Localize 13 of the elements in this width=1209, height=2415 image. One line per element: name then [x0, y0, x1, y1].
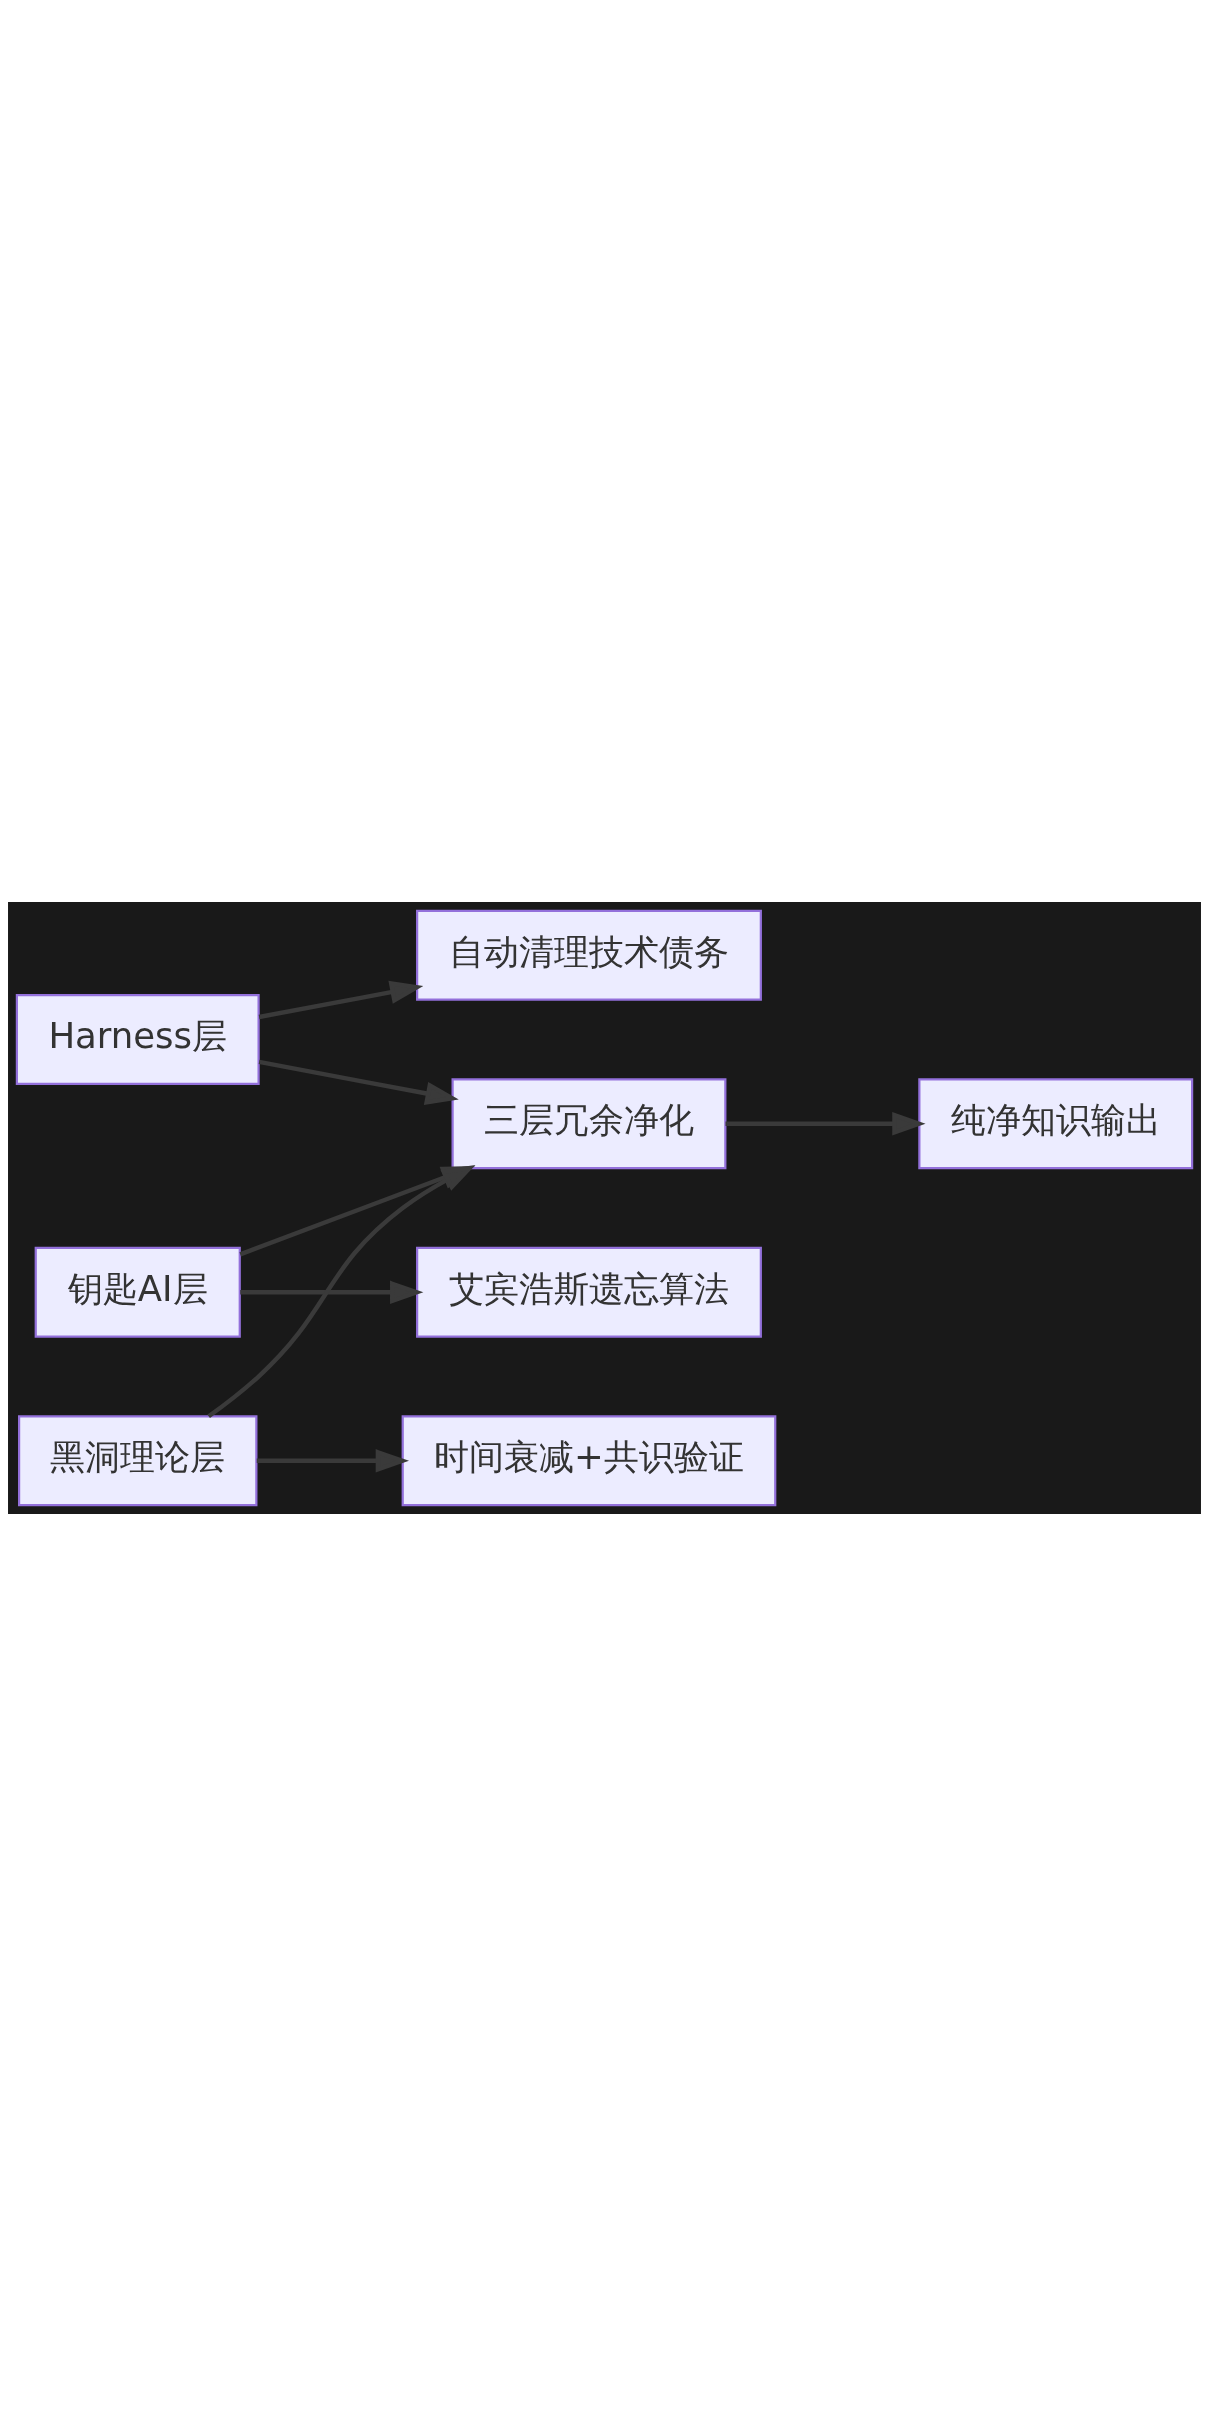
node-box: 三层冗余净化 — [451, 1077, 727, 1169]
node-box: 钥匙AI层 — [34, 1246, 241, 1338]
node-box: 艾宾浩斯遗忘算法 — [416, 1246, 762, 1338]
arrow — [240, 1280, 424, 1304]
arrow — [258, 1059, 459, 1105]
arrow — [725, 1111, 926, 1135]
arrow — [256, 1448, 409, 1472]
arrow — [258, 980, 424, 1019]
node-box: 时间衰减+共识验证 — [401, 1414, 777, 1506]
node-box: 纯净知识输出 — [918, 1077, 1194, 1169]
node-box: 自动清理技术债务 — [416, 909, 762, 1001]
node-box: 黑洞理论层 — [18, 1414, 258, 1506]
node-box: Harness层 — [15, 993, 260, 1085]
